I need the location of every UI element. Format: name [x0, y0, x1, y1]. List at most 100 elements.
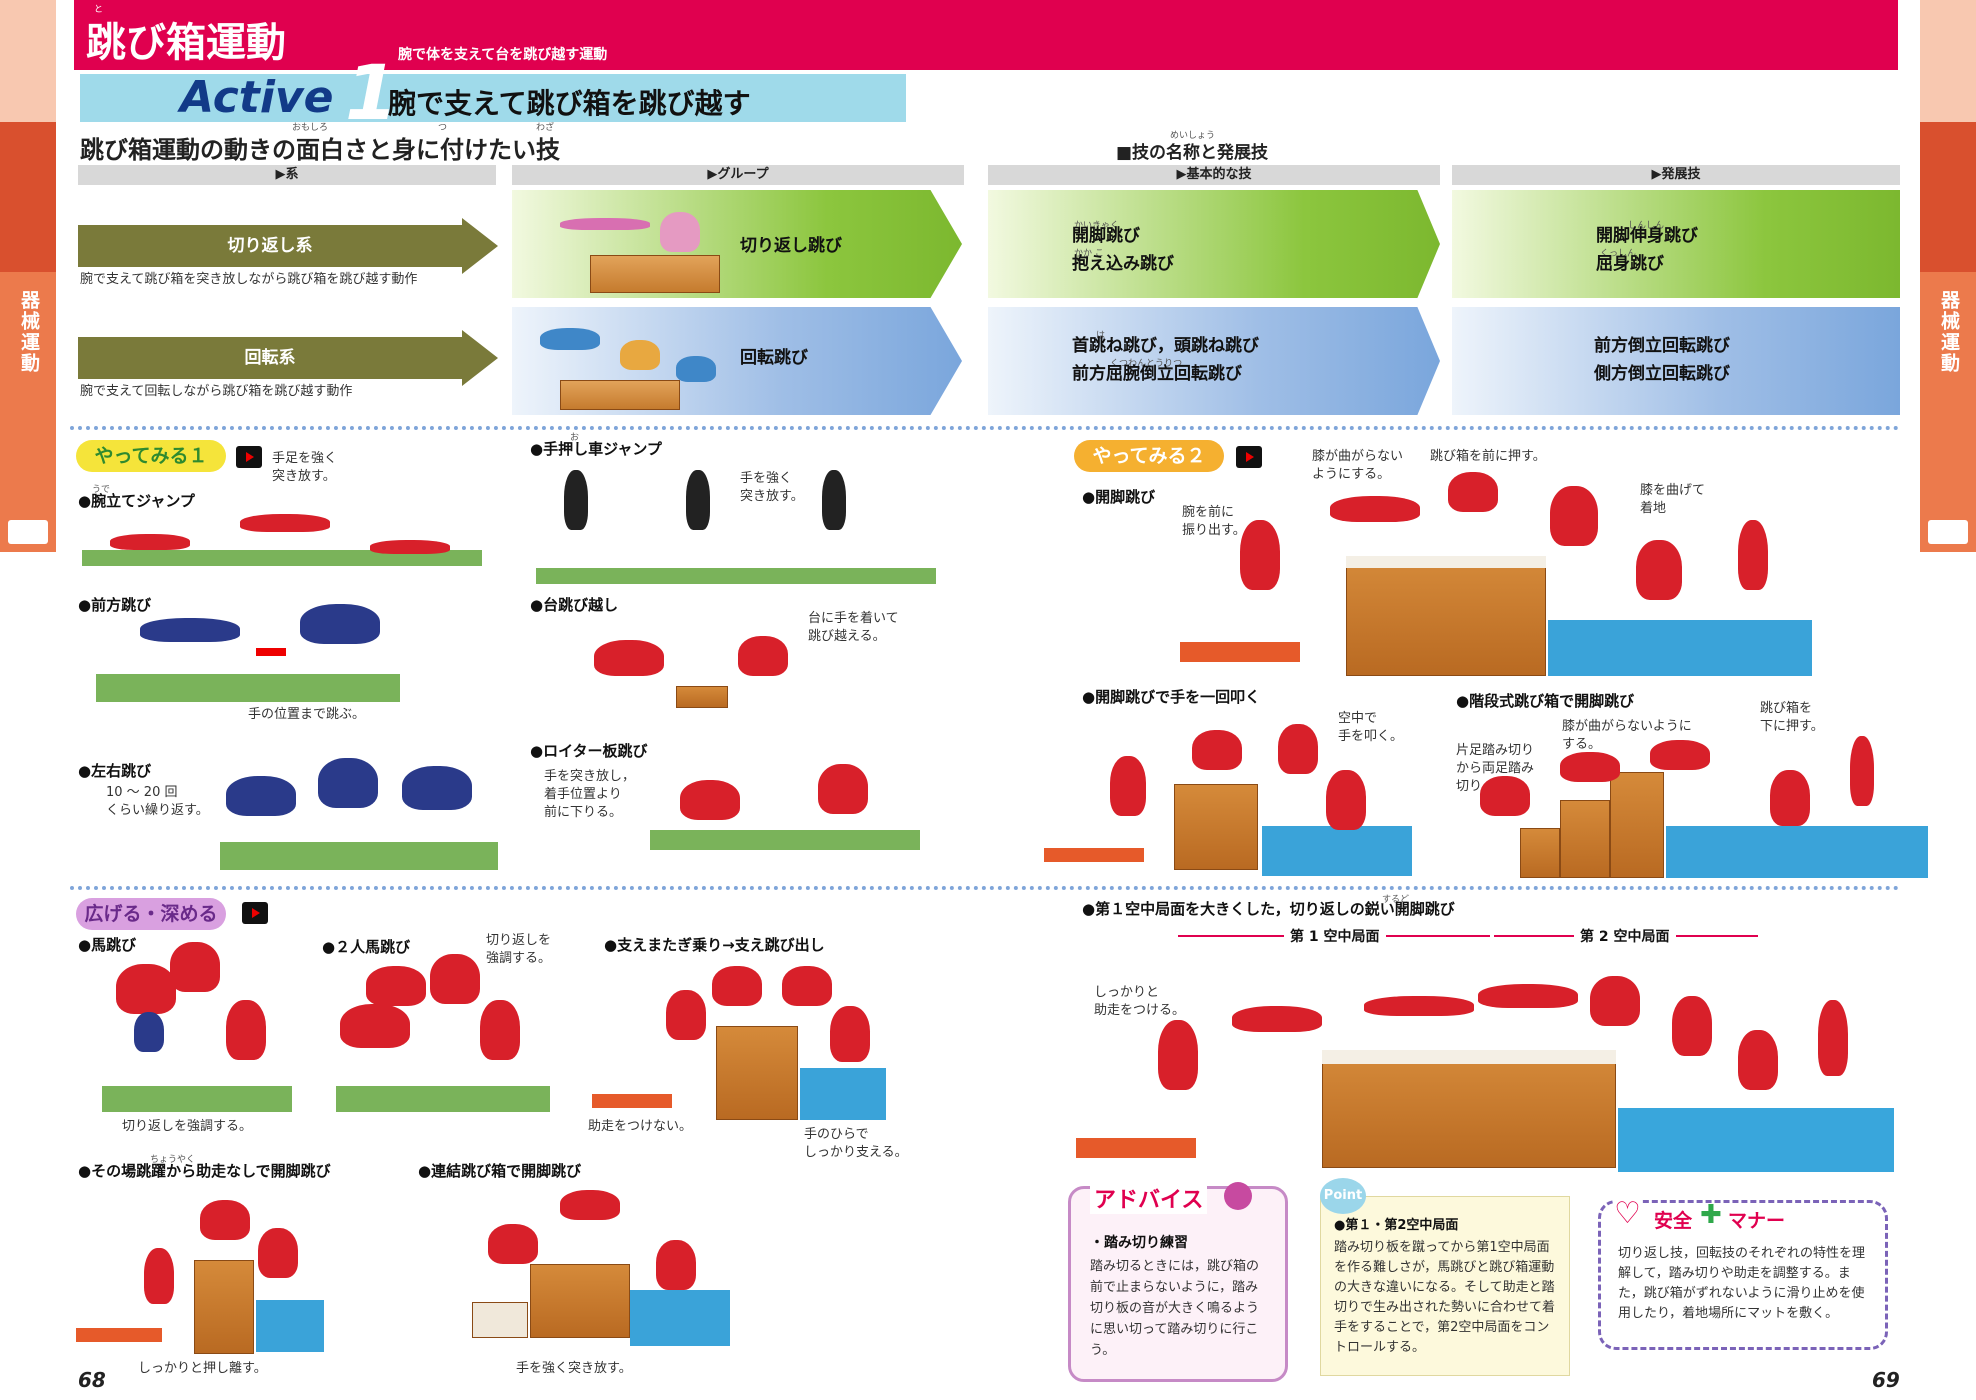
gymnast-figure	[1278, 724, 1318, 774]
note: 膝が曲がらないようにする。	[1562, 719, 1692, 752]
right-side-strip: 器械運動	[1920, 0, 1976, 1400]
ruby: は	[1096, 331, 1106, 341]
kei-arrow: 切り返し系	[78, 225, 462, 267]
item-label: ●連結跳び箱で開脚跳び	[418, 1162, 582, 1180]
gymnast-figure	[402, 766, 472, 810]
note: 膝が曲がらないようにする。	[1312, 449, 1404, 482]
basic-item: 首跳ね跳び，頭跳ね跳び	[1072, 336, 1259, 356]
photo-mat	[336, 1086, 550, 1112]
gymnast-figure	[240, 514, 330, 532]
item-label: ●第１空中局面を大きくした，切り返しの鋭い開脚跳び	[1082, 900, 1455, 918]
dotted-divider	[70, 426, 1900, 430]
note: 腕を前に振り出す。	[1182, 505, 1246, 538]
gymnast-figure	[822, 470, 846, 530]
note: 手を強く突き放す。	[740, 471, 804, 504]
gymnast-figure	[1550, 486, 1598, 546]
vault-illustration	[676, 686, 728, 708]
gymnast-figure	[116, 964, 176, 1014]
note: しっかりと助走をつける。	[1094, 985, 1186, 1018]
gymnast-figure	[370, 540, 450, 554]
vault-box	[1560, 800, 1610, 878]
item-label: ●２人馬跳び	[322, 938, 411, 956]
note: 切り返しを強調する。	[486, 933, 552, 966]
col-header-advanced: ▶発展技	[1452, 165, 1900, 185]
vault-box	[1610, 772, 1664, 878]
left-side-strip: 器械運動	[0, 0, 56, 1400]
item-label: ●開脚跳びで手を一回叩く	[1082, 688, 1261, 706]
try1-badge: やってみる１	[76, 440, 226, 472]
basic-item: 抱え込み跳び	[1072, 254, 1174, 274]
gymnast-figure	[226, 1000, 266, 1060]
side-label-left: 器械運動	[18, 290, 40, 374]
vault-top	[1322, 1050, 1616, 1064]
note: 跳び箱を前に押す。	[1430, 449, 1546, 464]
safety-body: 切り返し技，回転技のそれぞれの特性を理解して，踏み切りや助走を調整する。また，跳…	[1618, 1246, 1866, 1321]
item-label: ●階段式跳び箱で開脚跳び	[1456, 692, 1635, 710]
item-label: ●ロイター板跳び	[530, 742, 648, 760]
gymnast-figure	[680, 780, 740, 820]
ruby: めいしょう	[1170, 131, 1216, 141]
note: 膝を曲げて着地	[1640, 483, 1706, 516]
gymnast-figure	[258, 1228, 298, 1278]
gymnast-figure	[712, 966, 762, 1006]
kei-description: 腕で支えて跳び箱を突き放しながら跳び箱を跳び越す動作	[80, 272, 418, 287]
vault-box	[1520, 828, 1560, 878]
ruby: くつわんとうりつ	[1110, 359, 1183, 369]
active-title: 腕で支えて跳び箱を跳び越す	[388, 87, 751, 120]
group-label: 回転跳び	[740, 348, 808, 368]
gymnast-figure	[676, 356, 716, 382]
gymnast-icon	[1928, 520, 1968, 544]
header-bar	[74, 0, 1898, 70]
springboard	[1044, 848, 1144, 862]
note: 手のひらでしっかり支える。	[804, 1127, 908, 1160]
caption: 手の位置まで跳ぶ。	[248, 707, 366, 722]
item-label: ●台跳び越し	[530, 596, 619, 614]
point-body: 踏み切り板を蹴ってから第1空中局面を作る難しさが，馬跳びと跳び箱運動の大きな違い…	[1334, 1240, 1556, 1355]
item-label: ●腕立てジャンプ	[78, 492, 195, 510]
gymnast-figure	[110, 534, 190, 550]
gymnast-figure	[140, 618, 240, 642]
landing-mat	[1262, 826, 1412, 876]
caption: しっかりと押し離す。	[138, 1361, 267, 1376]
video-play-icon[interactable]	[242, 902, 268, 924]
kei-label: 回転系	[244, 348, 296, 368]
gymnast-figure	[430, 954, 480, 1004]
arrow-head	[462, 218, 498, 274]
video-play-icon[interactable]	[236, 446, 262, 468]
gymnast-figure	[560, 218, 650, 230]
ruby: するど	[1382, 895, 1410, 905]
advice-heading: ・踏み切り練習	[1090, 1235, 1188, 1251]
gymnast-figure	[560, 1190, 620, 1220]
vault-top	[1346, 556, 1546, 568]
col-header-basic: ▶基本的な技	[988, 165, 1440, 185]
gymnast-figure	[594, 640, 664, 676]
item-label: ●馬跳び	[78, 936, 137, 954]
photo-mat	[82, 550, 482, 566]
page-number-left: 68	[78, 1368, 106, 1392]
advanced-item: 開脚伸身跳び	[1596, 226, 1698, 246]
springboard	[1180, 642, 1300, 662]
note: 台に手を着いて跳び越える。	[808, 611, 899, 644]
gymnast-figure	[782, 966, 832, 1006]
point-box	[1320, 1196, 1570, 1376]
gymnast-figure	[1480, 776, 1530, 816]
advanced-item: 側方倒立回転跳び	[1594, 364, 1730, 384]
side-label-right: 器械運動	[1938, 290, 1960, 374]
page-title: 跳び箱運動	[86, 20, 286, 66]
advanced-item: 屈身跳び	[1596, 254, 1664, 274]
phase1-label: 第 1 空中局面	[1284, 926, 1386, 946]
note: 空中で手を叩く。	[1338, 711, 1404, 744]
gymnast-figure	[686, 470, 710, 530]
vault-box	[1346, 556, 1546, 676]
col-header-group: ▶グループ	[512, 165, 964, 185]
basic-item: 前方屈腕倒立回転跳び	[1072, 364, 1242, 384]
ruby: おもしろ	[292, 123, 329, 133]
photo-mat	[650, 830, 920, 850]
video-play-icon[interactable]	[1236, 446, 1262, 468]
gymnast-figure	[818, 764, 868, 814]
gymnast-figure	[300, 604, 380, 644]
gymnast-figure	[144, 1248, 174, 1304]
point-title: Point	[1320, 1178, 1366, 1214]
group-label: 切り返し跳び	[740, 236, 842, 256]
gymnast-figure	[540, 328, 600, 350]
